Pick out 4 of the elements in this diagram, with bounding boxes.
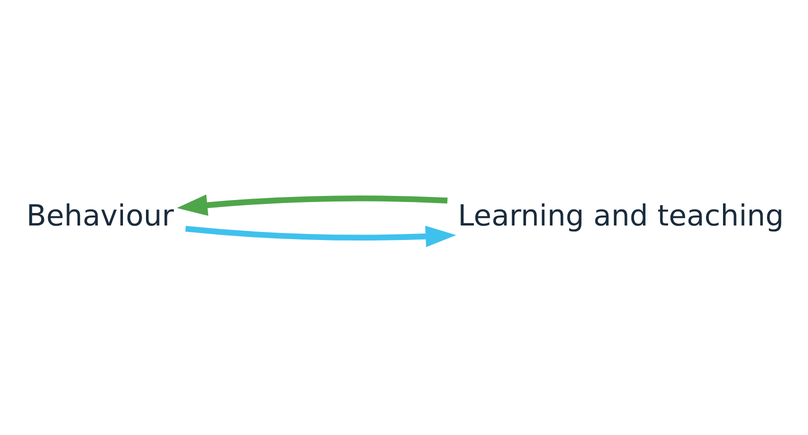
arrow xyxy=(176,194,448,216)
node-text: Learning and teaching xyxy=(457,198,784,232)
node-text: Behaviour xyxy=(26,198,174,232)
arrow xyxy=(184,225,456,247)
